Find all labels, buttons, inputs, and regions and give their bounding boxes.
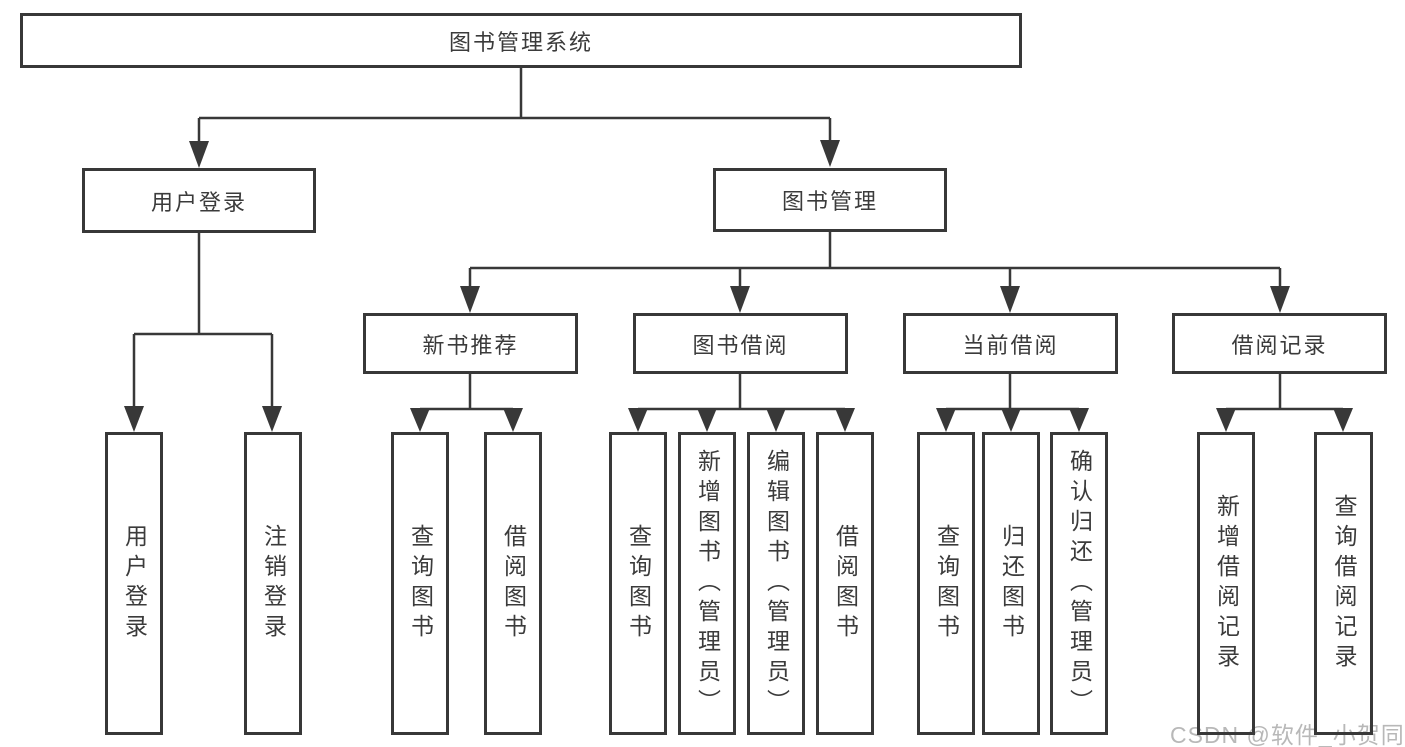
- leaf-borrowing-query-books-label: 查询图书: [625, 523, 652, 644]
- leaf-borrowing-add-books-admin: 新增图书（管理员）: [678, 432, 736, 735]
- leaf-current-query-books-label: 查询图书: [933, 523, 960, 644]
- leaf-current-return-books: 归还图书: [982, 432, 1040, 735]
- leaf-borrowing-borrow-books: 借阅图书: [816, 432, 874, 735]
- leaf-records-query-record: 查询借阅记录: [1314, 432, 1373, 735]
- leaf-borrowing-add-books-admin-label: 新增图书（管理员）: [694, 448, 721, 719]
- node-current-borrowing-label: 当前借阅: [962, 332, 1059, 358]
- node-borrow-records-label: 借阅记录: [1231, 332, 1328, 358]
- leaf-records-add-record: 新增借阅记录: [1197, 432, 1255, 735]
- leaf-recommend-borrow-books-label: 借阅图书: [500, 523, 527, 644]
- node-user-login-label: 用户登录: [150, 189, 247, 215]
- leaf-borrowing-edit-books-admin-label: 编辑图书（管理员）: [763, 448, 790, 719]
- csdn-watermark: CSDN @软件_小贺同学: [1170, 722, 1405, 747]
- leaf-records-query-record-label: 查询借阅记录: [1331, 493, 1357, 674]
- leaf-current-confirm-return-admin-label: 确认归还（管理员）: [1066, 448, 1093, 719]
- leaf-user-login-label: 用户登录: [121, 523, 148, 644]
- node-library-system: 图书管理系统: [20, 13, 1022, 68]
- leaf-current-confirm-return-admin: 确认归还（管理员）: [1050, 432, 1108, 735]
- node-user-login: 用户登录: [82, 168, 316, 233]
- leaf-recommend-query-books-label: 查询图书: [407, 523, 434, 644]
- leaf-borrowing-query-books: 查询图书: [609, 432, 667, 735]
- leaf-user-login: 用户登录: [105, 432, 163, 735]
- leaf-current-return-books-label: 归还图书: [998, 523, 1025, 644]
- node-book-management-label: 图书管理: [781, 189, 878, 214]
- node-book-management: 图书管理: [713, 168, 947, 232]
- node-new-book-recommend-label: 新书推荐: [422, 332, 519, 358]
- leaf-records-add-record-label: 新增借阅记录: [1213, 493, 1240, 674]
- node-current-borrowing: 当前借阅: [903, 313, 1118, 374]
- node-book-borrowing: 图书借阅: [633, 313, 848, 374]
- leaf-logout: 注销登录: [244, 432, 302, 735]
- arrowheads: [124, 140, 1353, 432]
- leaf-borrowing-borrow-books-label: 借阅图书: [832, 523, 859, 644]
- node-book-borrowing-label: 图书借阅: [692, 332, 789, 358]
- node-borrow-records: 借阅记录: [1172, 313, 1387, 374]
- node-library-system-label: 图书管理系统: [448, 29, 593, 55]
- leaf-borrowing-edit-books-admin: 编辑图书（管理员）: [747, 432, 805, 735]
- leaf-recommend-borrow-books: 借阅图书: [484, 432, 542, 735]
- leaf-current-query-books: 查询图书: [917, 432, 975, 735]
- leaf-logout-label: 注销登录: [260, 523, 287, 644]
- leaf-recommend-query-books: 查询图书: [391, 432, 449, 735]
- node-new-book-recommend: 新书推荐: [363, 313, 578, 374]
